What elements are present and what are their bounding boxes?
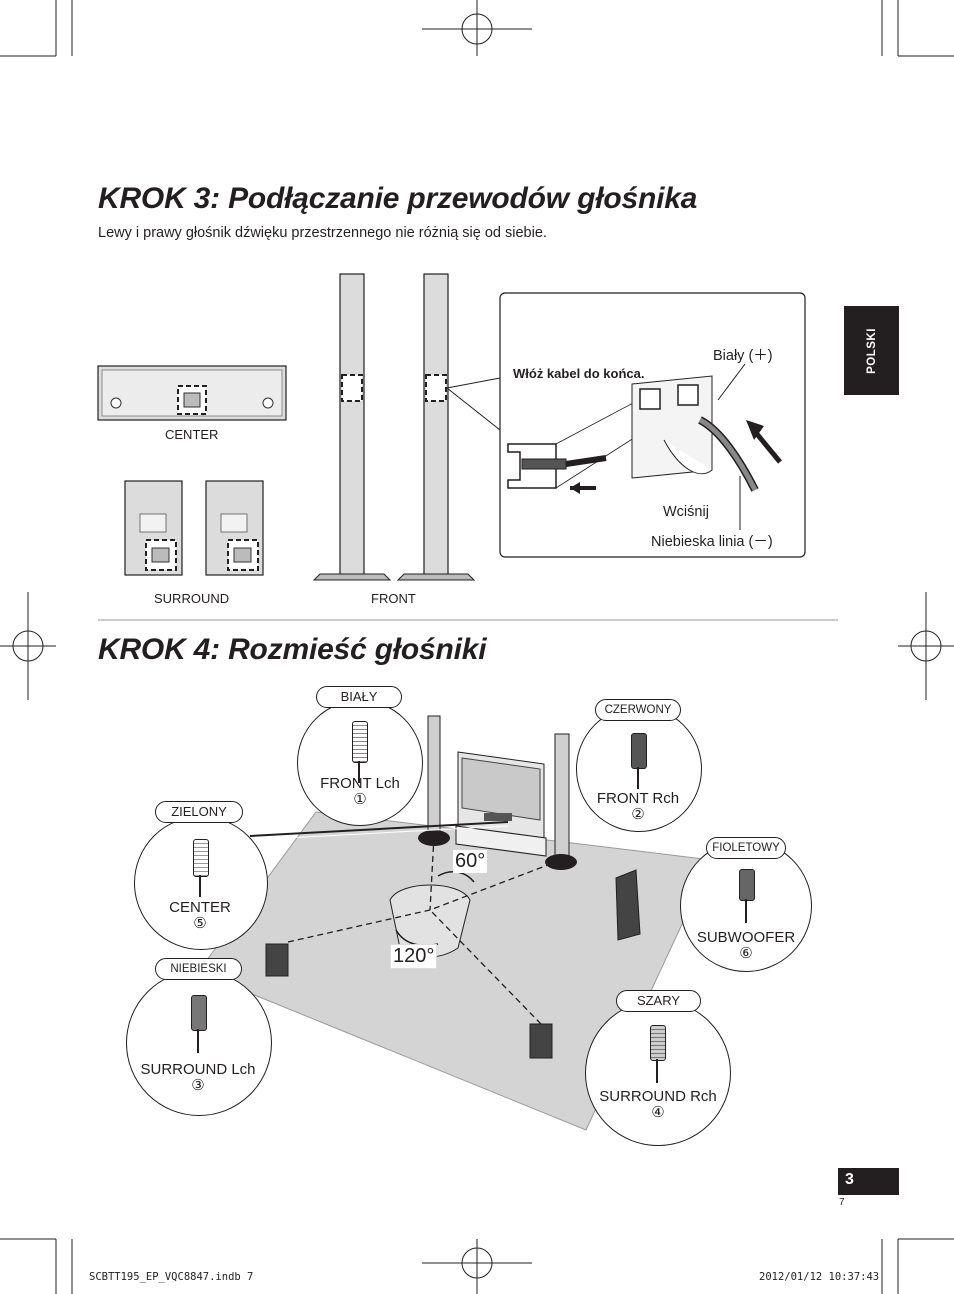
tag-white: BIAŁY — [316, 686, 402, 708]
connector-circle-subwoofer — [680, 840, 812, 972]
tag-blue: NIEBIESKI — [155, 958, 242, 980]
connection-inset — [446, 292, 806, 558]
language-tab: POLSKI — [844, 306, 899, 395]
plug-wire — [197, 1029, 199, 1053]
front-label: FRONT — [371, 591, 416, 606]
num-front-lch: ① — [353, 791, 367, 808]
plug-icon — [631, 733, 647, 769]
direction-lines — [287, 835, 562, 1025]
plug-wire — [637, 767, 639, 789]
step4-title: KROK 4: Rozmieść głośniki — [98, 633, 487, 666]
surround-right-speaker — [529, 1023, 553, 1059]
tv-stand — [455, 751, 547, 857]
timestamp: 2012/01/12 10:37:43 — [759, 1271, 880, 1283]
plug-icon — [193, 839, 209, 877]
plug-icon — [352, 721, 368, 763]
num-center: ⑤ — [193, 915, 207, 932]
label-front-rch: FRONT Rch — [596, 790, 680, 807]
angle-60-label: 60° — [453, 850, 488, 873]
front-left-speaker — [418, 715, 450, 846]
subwoofer — [615, 869, 641, 941]
step3-title: KROK 3: Podłączanie przewodów głośnika — [98, 182, 698, 215]
label-surround-rch: SURROUND Rch — [599, 1088, 717, 1105]
label-surround-lch: SURROUND Lch — [140, 1061, 256, 1078]
plug-icon — [650, 1025, 666, 1061]
plug-wire — [656, 1059, 658, 1083]
plug-icon — [739, 869, 755, 901]
page-number: 3 — [845, 1171, 854, 1188]
blue-line-label: Niebieska linia (－) — [651, 534, 773, 550]
label-subwoofer: SUBWOOFER — [696, 929, 796, 946]
connector-circle-front-left — [297, 700, 423, 826]
tag-gray: SZARY — [616, 990, 701, 1012]
tag-green: ZIELONY — [155, 801, 243, 823]
tag-purple: FIOLETOWY — [706, 837, 786, 859]
white-plus-label: Biały (＋) — [713, 348, 773, 364]
angle-120-label: 120° — [390, 944, 438, 969]
file-name: SCBTT195_EP_VQC8847.indb 7 — [89, 1271, 254, 1283]
step3-subtitle: Lewy i prawy głośnik dźwięku przestrzenn… — [98, 225, 547, 241]
num-surround-lch: ③ — [191, 1077, 205, 1094]
press-label: Wciśnij — [663, 504, 709, 520]
tag-red: CZERWONY — [595, 699, 681, 721]
front-speakers-illustration — [312, 273, 476, 581]
plug-icon — [191, 995, 207, 1031]
plug-wire — [745, 899, 747, 923]
surround-speakers-illustration — [124, 480, 264, 576]
surround-label: SURROUND — [154, 591, 230, 606]
label-front-lch: FRONT Lch — [320, 775, 400, 792]
plug-wire — [358, 761, 360, 783]
connector-circle-center — [134, 816, 268, 950]
plug-wire — [199, 875, 201, 897]
num-subwoofer: ⑥ — [739, 945, 753, 962]
num-front-rch: ② — [631, 806, 645, 823]
center-speaker-illustration — [97, 365, 287, 421]
num-surround-rch: ④ — [651, 1104, 665, 1121]
sheet-number: 7 — [839, 1197, 845, 1208]
leader-lines — [249, 821, 509, 841]
surround-left-speaker — [265, 943, 289, 977]
insert-cable-label: Włóż kabel do końca. — [513, 366, 645, 381]
front-right-speaker — [545, 733, 577, 870]
center-label: CENTER — [165, 427, 219, 442]
label-center: CENTER — [169, 899, 231, 916]
connector-circle-surround-right — [585, 1000, 731, 1146]
connector-circle-front-right — [576, 706, 702, 832]
connector-circle-surround-left — [126, 970, 272, 1116]
page-number-box: 3 — [838, 1168, 899, 1195]
